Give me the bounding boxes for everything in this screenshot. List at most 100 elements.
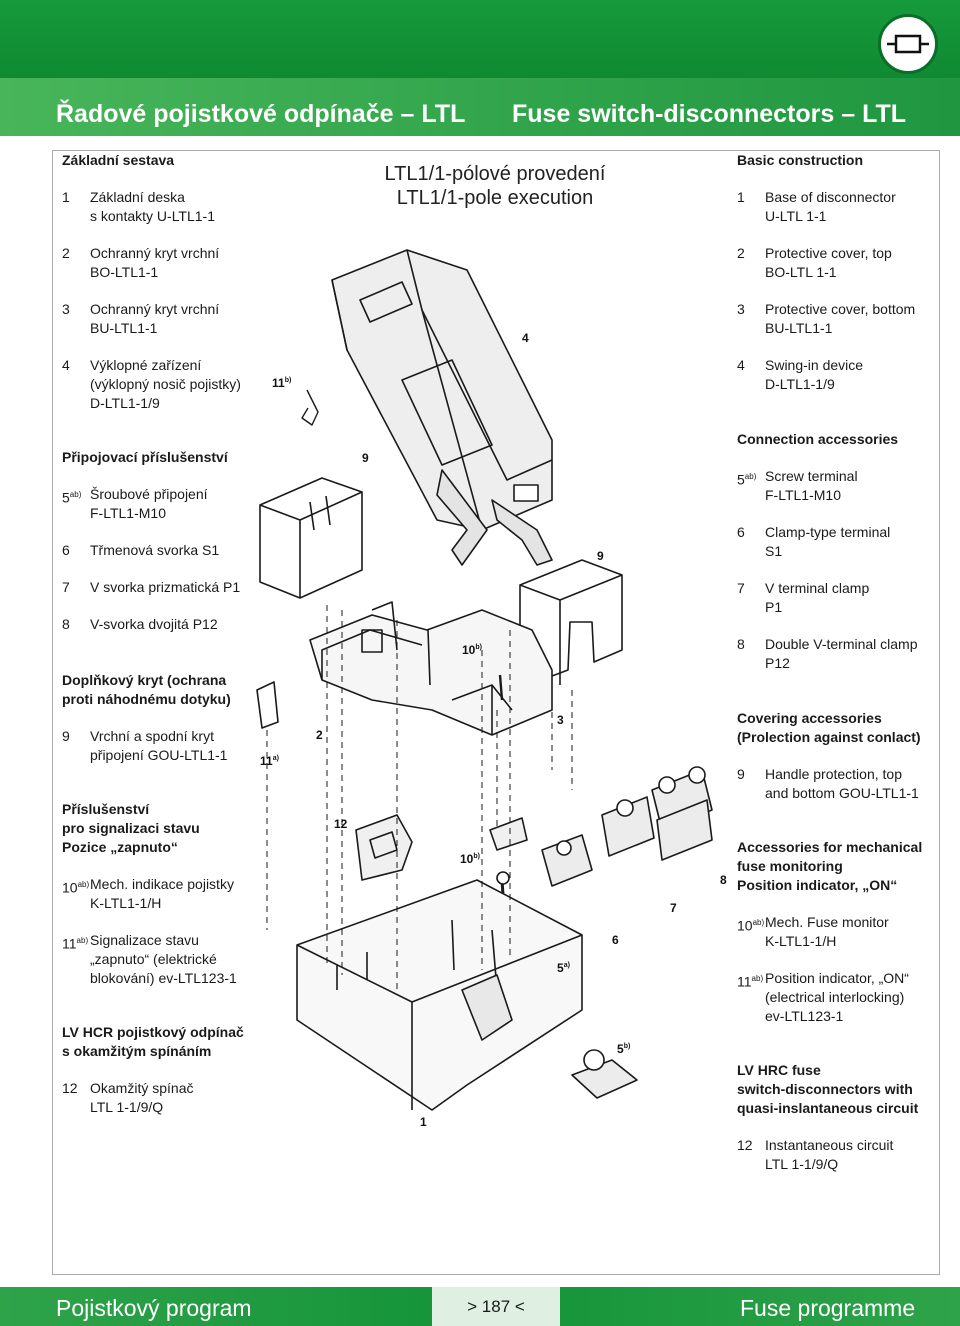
legend-item-text: s kontakty U-LTL1-1 bbox=[90, 208, 216, 224]
legend-item-text: V svorka prizmatická P1 bbox=[90, 579, 241, 595]
section-heading: fuse monitoring bbox=[737, 858, 843, 874]
item-number-text: 8 bbox=[737, 636, 745, 652]
item-number-text: 3 bbox=[737, 301, 745, 317]
legend-item-number: 12 bbox=[737, 1136, 753, 1155]
section-heading: (Prolection against conlact) bbox=[737, 729, 921, 745]
section-heading: quasi-inslantaneous circuit bbox=[737, 1100, 919, 1116]
section-heading: Pozice „zapnuto“ bbox=[62, 839, 178, 855]
item-number-superscript: ab) bbox=[751, 974, 764, 983]
legend-item-number: 5ab) bbox=[62, 485, 81, 508]
section-heading: Základní sestava bbox=[62, 152, 175, 168]
legend-item-text: Signalizace stavu bbox=[90, 932, 199, 948]
legend-item-number: 7 bbox=[62, 578, 70, 597]
base-of-disconnector-part bbox=[296, 879, 583, 1111]
legend-item-text: Instantaneous circuit bbox=[765, 1137, 894, 1153]
legend-item-text: Okamžitý spínač bbox=[90, 1080, 194, 1096]
svg-text:4: 4 bbox=[522, 331, 529, 345]
swing-in-device-part bbox=[331, 249, 553, 566]
connection-cover-top-part bbox=[259, 477, 363, 599]
label-10b-top: 10 bbox=[462, 643, 476, 657]
title-bar: Řadové pojistkové odpínače – LTL Fuse sw… bbox=[0, 78, 960, 136]
item-number-text: 10 bbox=[737, 917, 753, 934]
fuse-symbol-logo bbox=[878, 14, 938, 74]
legend-item-number: 5ab) bbox=[737, 467, 756, 490]
svg-text:5a): 5a) bbox=[557, 961, 570, 975]
section-heading: LV HRC fuse bbox=[737, 1062, 821, 1078]
page-title-cz: Řadové pojistkové odpínače – LTL bbox=[56, 100, 466, 128]
legend-item-text: BU-LTL1-1 bbox=[90, 320, 158, 336]
footer-right: Fuse programme bbox=[740, 1295, 916, 1321]
legend-item-number: 6 bbox=[62, 541, 70, 560]
label-11b: 11 bbox=[272, 376, 285, 390]
item-number-text: 9 bbox=[737, 766, 745, 782]
content-frame bbox=[52, 150, 940, 1275]
item-number-text: 7 bbox=[737, 580, 745, 596]
right-conn-section: Connection accessories 5ab) Screw terminal… bbox=[737, 430, 937, 673]
section-heading: LV HCR pojistkový odpínač bbox=[62, 1024, 244, 1040]
legend-item-text: D-LTL1-1/9 bbox=[90, 395, 160, 411]
legend-item-text: Mech. Fuse monitor bbox=[765, 914, 889, 930]
label-5b: 5 bbox=[617, 1042, 624, 1056]
item-number-superscript: ab) bbox=[76, 936, 89, 945]
svg-text:11a): 11a) bbox=[260, 754, 279, 768]
svg-text:9: 9 bbox=[597, 549, 604, 563]
legend-item-text: Protective cover, top bbox=[765, 245, 892, 261]
label-11a: 11 bbox=[260, 754, 273, 768]
indicator-part bbox=[256, 681, 279, 729]
item-number-superscript: ab) bbox=[744, 472, 757, 481]
label-5a-sup: a) bbox=[564, 962, 570, 969]
legend-item-number: 8 bbox=[737, 635, 745, 654]
legend-item-number: 3 bbox=[62, 300, 70, 319]
legend-item-text: LTL 1-1/9/Q bbox=[765, 1156, 839, 1172]
legend-item-text: F-LTL1-M10 bbox=[765, 487, 841, 503]
section-heading: switch-disconnectors with bbox=[737, 1081, 913, 1097]
label-10b-bottom: 10 bbox=[460, 852, 474, 866]
legend-item-text: Position indicator, „ON“ bbox=[765, 970, 909, 986]
label-5b-sup: b) bbox=[624, 1043, 631, 1050]
section-heading: Příslušenství bbox=[62, 801, 150, 817]
section-heading: Connection accessories bbox=[737, 431, 899, 447]
legend-item-text: Třmenová svorka S1 bbox=[90, 542, 220, 558]
legend-item-text: V-svorka dvojitá P12 bbox=[90, 616, 218, 632]
fuse-monitor-part bbox=[489, 817, 528, 851]
legend-item-text: ev-LTL123-1 bbox=[765, 1008, 844, 1024]
legend-item-text: Clamp-type terminal bbox=[765, 524, 891, 540]
legend-item-text: Ochranný kryt vrchní bbox=[90, 245, 220, 261]
legend-item-text: (electrical interlocking) bbox=[765, 989, 905, 1005]
instantaneous-switch-part bbox=[355, 814, 413, 881]
legend-item-number: 6 bbox=[737, 523, 745, 542]
item-number-text: 5 bbox=[737, 471, 745, 488]
legend-item-number: 1 bbox=[737, 188, 745, 207]
legend-item-number: 7 bbox=[737, 579, 745, 598]
legend-item: 8 V-svorka dvojitá P12 bbox=[62, 615, 272, 634]
legend-item-text: D-LTL1-1/9 bbox=[765, 376, 835, 392]
section-heading: Doplňkový kryt (ochrana bbox=[62, 672, 227, 688]
item-number-text: 4 bbox=[62, 357, 70, 373]
item-number-text: 11 bbox=[62, 935, 77, 952]
section-heading: Basic construction bbox=[737, 152, 864, 168]
item-number-text: 8 bbox=[62, 616, 70, 632]
legend-item-text: Screw terminal bbox=[765, 468, 858, 484]
legend-item-number: 11ab) bbox=[62, 931, 88, 954]
legend-item-text: Ochranný kryt vrchní bbox=[90, 301, 220, 317]
item-number-superscript: ab) bbox=[69, 490, 82, 499]
label-11b-sup: b) bbox=[285, 377, 292, 384]
item-number-text: 9 bbox=[62, 728, 70, 744]
legend-item-text: (výklopný nosič pojistky) bbox=[90, 376, 241, 392]
legend-item-number: 2 bbox=[737, 244, 745, 263]
item-number-text: 3 bbox=[62, 301, 70, 317]
legend-item-text: Protective cover, bottom bbox=[765, 301, 916, 317]
center-title-cz: LTL1/1-pólové provedení bbox=[384, 163, 606, 185]
section-heading: Position indicator, „ON“ bbox=[737, 877, 898, 893]
v-terminal-clamp-part bbox=[601, 796, 655, 857]
